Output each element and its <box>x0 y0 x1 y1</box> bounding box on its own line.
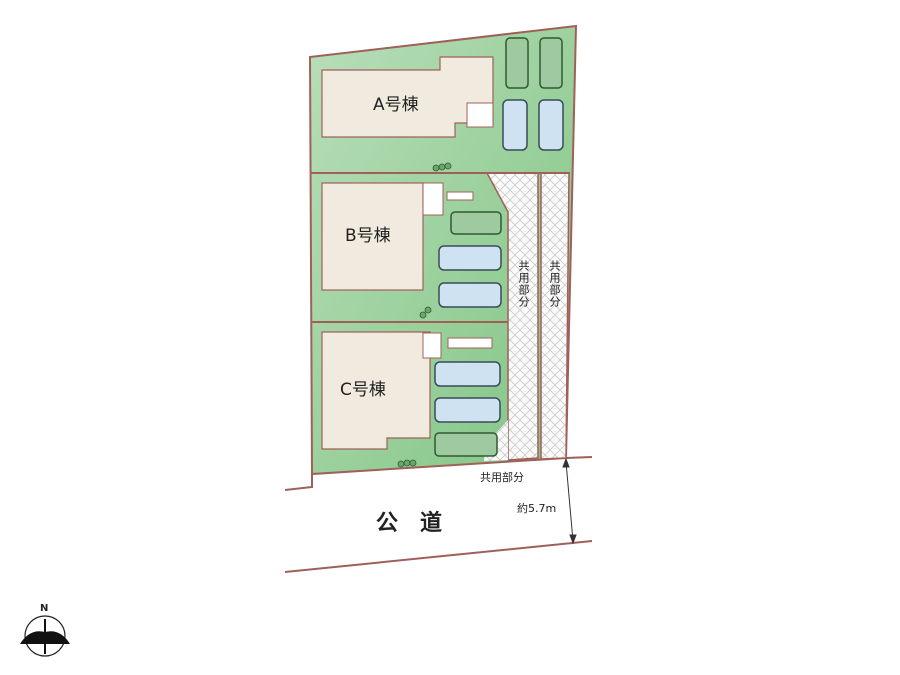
common-area-strip <box>540 172 570 460</box>
road-edge <box>284 474 313 491</box>
car-blue <box>434 99 564 423</box>
road-edge <box>565 456 593 459</box>
building-a-label: A号棟 <box>373 95 419 115</box>
common-area-label: 共用部分 <box>480 471 524 484</box>
shrubs <box>397 162 452 468</box>
building-c <box>321 331 431 450</box>
car-dark <box>434 37 563 457</box>
building-c-label: C号棟 <box>340 380 386 400</box>
road-width-arrow <box>562 457 577 545</box>
common-area-label: 共用部分 <box>548 260 561 308</box>
compass-north-label: N <box>40 603 49 614</box>
storage <box>447 337 493 349</box>
common-area-label: 共用部分 <box>517 260 530 308</box>
road-edge <box>284 540 593 573</box>
storage <box>446 191 474 201</box>
road-width-label: 約5.7m <box>517 502 557 515</box>
road-label: 公道 <box>376 511 465 536</box>
building-b-label: B号棟 <box>345 226 391 246</box>
entrance <box>422 332 442 359</box>
entrance <box>422 182 444 216</box>
compass-icon <box>20 615 70 657</box>
entrance <box>466 102 494 128</box>
building-b <box>321 182 424 291</box>
